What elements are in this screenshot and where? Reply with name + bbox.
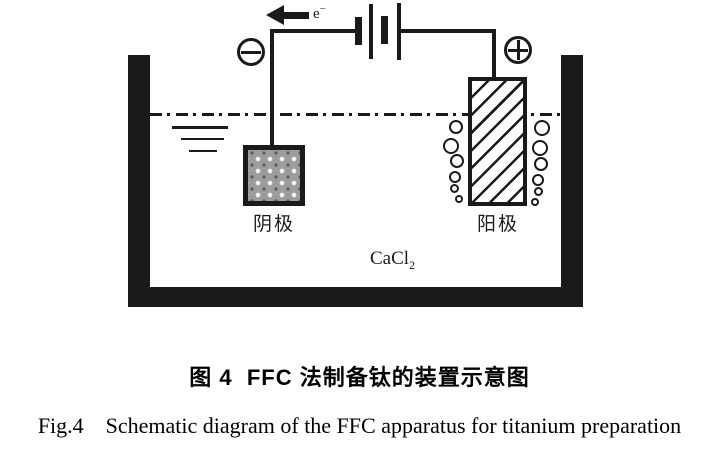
- liquid-surface-mark: [189, 150, 217, 152]
- anode-lead-wire: [492, 29, 496, 79]
- positive-terminal-icon: [504, 36, 532, 64]
- gas-bubble-icon: [534, 120, 550, 136]
- anode-label: 阳极: [476, 214, 519, 235]
- anode-electrode: [468, 77, 527, 206]
- minus-bar-icon: [241, 50, 261, 54]
- cathode-label: 阴极: [252, 214, 295, 235]
- circuit-wire-right: [399, 29, 495, 33]
- gas-bubble-icon: [532, 140, 548, 156]
- gas-bubble-icon: [450, 184, 459, 193]
- gas-bubble-icon: [449, 120, 463, 134]
- electron-charge-sup: −: [319, 3, 326, 15]
- battery-short-plate-icon: [355, 17, 362, 45]
- battery-long-plate-icon: [397, 3, 401, 60]
- crucible-container: [128, 55, 583, 307]
- electrolyte-formula-sub: 2: [409, 257, 416, 272]
- liquid-surface-mark: [181, 138, 224, 140]
- melt-level-dashdot-line: [150, 113, 561, 116]
- caption-chinese: 图 4 FFC 法制备钛的装置示意图: [189, 365, 530, 390]
- electron-symbol: e: [313, 6, 320, 22]
- gas-bubble-icon: [455, 195, 463, 203]
- liquid-surface-mark: [172, 126, 228, 129]
- gas-bubble-icon: [450, 154, 464, 168]
- caption-english: Fig.4 Schematic diagram of the FFC appar…: [37, 413, 682, 438]
- circuit-wire-left: [270, 29, 358, 33]
- gas-bubble-icon: [534, 187, 543, 196]
- cathode-electrode: [243, 145, 305, 206]
- gas-bubble-icon: [443, 138, 459, 154]
- electrolyte-formula: CaCl: [370, 248, 410, 269]
- electron-label: e−: [313, 3, 326, 23]
- gas-bubble-icon: [532, 174, 544, 186]
- battery-long-plate-icon: [369, 4, 373, 59]
- plus-vbar-icon: [516, 40, 520, 60]
- battery-short-plate-icon: [381, 16, 388, 44]
- gas-bubble-icon: [449, 171, 461, 183]
- gas-bubble-icon: [534, 157, 548, 171]
- electron-flow-arrowhead-icon: [266, 5, 284, 25]
- cathode-lead-wire: [270, 31, 274, 147]
- negative-terminal-icon: [237, 38, 265, 66]
- electron-flow-arrow-icon: [284, 12, 309, 19]
- gas-bubble-icon: [531, 198, 539, 206]
- electrolyte-label: CaCl2: [370, 248, 415, 273]
